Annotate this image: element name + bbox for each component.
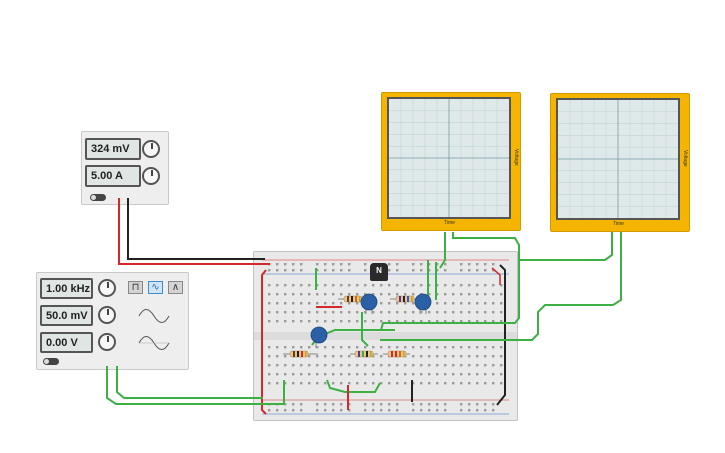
npn-transistor[interactable]: N	[370, 263, 388, 281]
generator-wire-2	[116, 366, 263, 399]
supply-positive-wire	[118, 198, 270, 265]
transistor-label: N	[376, 266, 382, 275]
oscilloscope-2-screen	[556, 98, 680, 220]
oscilloscope-1-time-label: Time	[444, 220, 455, 226]
supply-negative-wire	[127, 198, 265, 260]
oscilloscope-2-grid	[558, 100, 678, 218]
offset-knob[interactable]	[98, 333, 116, 351]
oscilloscope-2[interactable]: Time Voltage	[550, 93, 690, 232]
amplitude-knob[interactable]	[98, 306, 116, 324]
function-generator[interactable]: 1.00 kHz 50.0 mV 0.00 V ⊓ ∿ ∧	[36, 272, 189, 370]
amplitude-wave-icon	[138, 309, 170, 323]
offset-wave-icon	[138, 336, 170, 350]
square-wave-button[interactable]: ⊓	[128, 281, 143, 294]
current-display: 5.00 A	[85, 165, 141, 187]
current-knob[interactable]	[142, 167, 160, 185]
sine-wave-button[interactable]: ∿	[148, 281, 163, 294]
oscilloscope-1-grid	[389, 99, 509, 217]
scope2-probe-wire	[520, 232, 613, 261]
oscilloscope-1[interactable]: Time Voltage	[381, 92, 521, 231]
oscilloscope-2-time-label: Time	[613, 221, 624, 227]
oscilloscope-1-voltage-label: Voltage	[513, 149, 519, 166]
amplitude-display: 50.0 mV	[40, 305, 93, 326]
frequency-display: 1.00 kHz	[40, 278, 93, 299]
generator-power-switch[interactable]	[43, 358, 59, 365]
oscilloscope-1-screen	[387, 97, 511, 219]
voltage-knob[interactable]	[142, 140, 160, 158]
frequency-knob[interactable]	[98, 279, 116, 297]
triangle-wave-button[interactable]: ∧	[168, 281, 183, 294]
oscilloscope-2-voltage-label: Voltage	[682, 150, 688, 167]
offset-display: 0.00 V	[40, 332, 93, 353]
dc-power-supply[interactable]: 324 mV 5.00 A	[81, 131, 169, 205]
power-switch[interactable]	[90, 194, 106, 201]
voltage-display: 324 mV	[85, 138, 141, 160]
